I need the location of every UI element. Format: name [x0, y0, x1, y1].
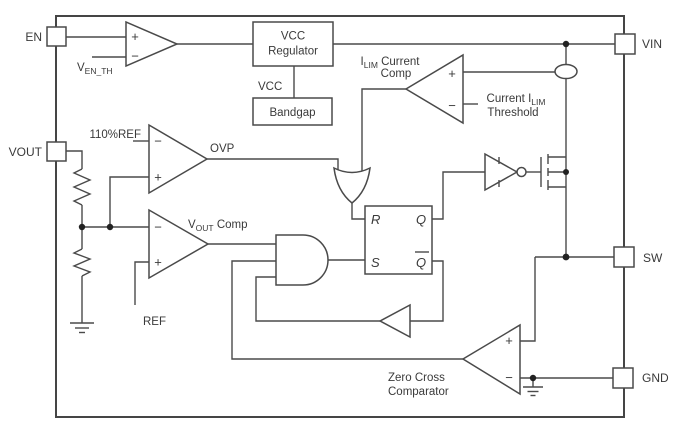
voutcomp-name-label: VOUT Comp	[188, 219, 248, 233]
wire-sw-to-zerocross-plus	[520, 257, 536, 342]
zero-cross-comparator	[461, 323, 521, 396]
ilim-threshold-line1: Current ILIM	[487, 93, 546, 107]
junction-dot	[562, 40, 570, 48]
ovp-ref-label: 110%REF	[89, 129, 141, 141]
wire-ilim-out-to-or	[361, 88, 406, 171]
wire-or-out-to-r	[351, 203, 365, 220]
wire-zerocross-feedback-to-and	[231, 260, 463, 360]
zerocross-plus-label: +	[505, 333, 513, 348]
pin-en	[46, 26, 67, 47]
en-threshold-sub: EN_TH	[85, 66, 113, 76]
ilim-threshold-pre: Current I	[487, 93, 532, 105]
wire-q-to-driver	[432, 171, 485, 220]
ilim-plus-label: +	[448, 66, 456, 81]
resistor-top	[72, 168, 92, 206]
junction-dot	[562, 253, 570, 261]
pin-vin	[614, 33, 636, 55]
wire-ovp-out-to-or	[207, 158, 339, 173]
and-gate	[275, 234, 329, 286]
flipflop-qbar-label: Q	[416, 255, 426, 270]
ilim-name-rest: Current	[378, 56, 420, 68]
chip-outline	[55, 15, 625, 418]
en-comparator-minus-label: −	[131, 49, 139, 64]
zerocross-minus-label: −	[505, 370, 513, 385]
pin-sw-label: SW	[643, 251, 663, 265]
ovp-comparator	[148, 123, 209, 195]
ovp-plus-label: +	[154, 170, 162, 185]
flipflop-r-label: R	[371, 212, 380, 227]
ilim-comparator	[404, 53, 464, 125]
vout-comparator	[148, 208, 210, 280]
junction-dot	[529, 374, 537, 382]
zerocross-name-line2: Comparator	[388, 386, 449, 398]
ovp-minus-label: −	[154, 134, 162, 149]
wire-ref-to-voutcomp-plus	[134, 261, 149, 305]
pin-vout-label: VOUT	[9, 145, 43, 159]
voutcomp-name-rest: Comp	[214, 219, 248, 231]
pin-vin-label: VIN	[642, 37, 662, 51]
bandgap-label: Bandgap	[269, 107, 315, 119]
wire-divider-to-ovp-plus	[109, 176, 149, 227]
junction-dot	[78, 223, 86, 231]
buffer-triangle	[378, 303, 411, 339]
junction-dot	[563, 169, 569, 175]
ilim-name-line1: ILIM Current	[361, 56, 421, 70]
ilim-threshold-line2: Threshold	[487, 107, 538, 119]
vcc-regulator-label-line1: VCC	[281, 31, 305, 43]
current-sense-icon	[554, 63, 578, 80]
en-comparator-plus-label: +	[131, 29, 139, 44]
ground-symbol-divider	[70, 322, 94, 334]
ref-label: REF	[143, 316, 166, 328]
ovp-output-label: OVP	[210, 143, 235, 155]
inverter-bubble-icon	[516, 166, 527, 178]
zerocross-name-line1: Zero Cross	[388, 372, 445, 384]
voutcomp-minus-label: −	[154, 220, 162, 235]
pin-vout	[46, 141, 67, 162]
junction-dot	[106, 223, 114, 231]
voutcomp-name-base: V	[188, 219, 196, 231]
mosfet	[540, 154, 566, 190]
wire-buffer-to-and	[255, 276, 380, 322]
or-gate	[333, 166, 371, 204]
pin-sw	[613, 246, 635, 268]
en-threshold-label: VEN_TH	[77, 62, 113, 76]
resistor-bottom	[72, 248, 92, 277]
voutcomp-name-sub: OUT	[196, 223, 214, 233]
ilim-minus-label: −	[448, 98, 456, 113]
en-threshold-base: V	[77, 62, 85, 74]
bandgap-block	[252, 97, 333, 126]
voutcomp-plus-label: +	[154, 255, 162, 270]
flipflop-s-label: S	[371, 255, 380, 270]
vcc-regulator-label-line2: Regulator	[268, 46, 318, 58]
vcc-net-label: VCC	[258, 81, 282, 93]
flipflop-q-label: Q	[416, 212, 426, 227]
wire-vout-to-divider	[66, 150, 83, 169]
ilim-name-line2: Comp	[381, 68, 412, 80]
wire-qbar-to-buffer	[410, 260, 444, 322]
rs-flipflop	[364, 205, 433, 275]
vcc-regulator-block	[252, 21, 334, 67]
gate-driver	[484, 152, 527, 192]
pin-en-label: EN	[25, 30, 42, 44]
ilim-name-base: I	[361, 56, 364, 68]
en-comparator	[125, 20, 179, 68]
ilim-name-sub: LIM	[364, 60, 378, 70]
pin-gnd	[612, 367, 634, 389]
ilim-threshold-sub: LIM	[531, 97, 545, 107]
pin-gnd-label: GND	[642, 371, 669, 385]
